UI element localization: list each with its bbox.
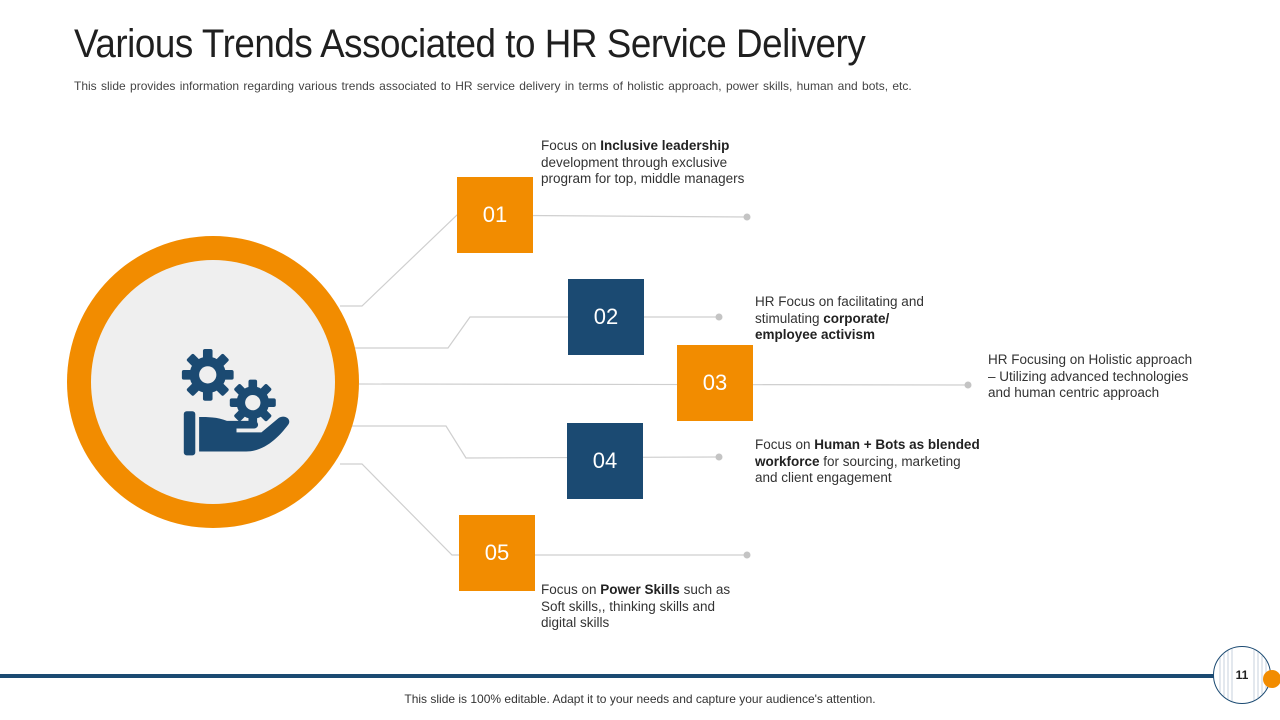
trend-box-02: 02 — [568, 279, 644, 355]
connector-05 — [340, 463, 747, 556]
footer-note: This slide is 100% editable. Adapt it to… — [404, 692, 876, 706]
trend-box-05: 05 — [459, 515, 535, 591]
connector-01-endpoint — [743, 213, 751, 221]
center-circle — [91, 260, 335, 504]
trend-desc-02: HR Focus on facilitating and stimulating… — [755, 294, 924, 342]
connector-03-endpoint — [964, 381, 972, 389]
connector-02 — [352, 316, 719, 349]
trend-desc-01: Focus on Inclusive leadership developmen… — [541, 138, 745, 186]
trend-box-01: 01 — [457, 177, 533, 253]
connector-04-endpoint — [715, 453, 723, 461]
center-ring — [67, 236, 359, 528]
page-number-badge: 11 — [1213, 646, 1271, 704]
trend-box-04: 04 — [567, 423, 643, 499]
connector-05-endpoint — [743, 551, 751, 559]
trend-box-03: 03 — [677, 345, 753, 421]
page-number: 11 — [1235, 668, 1249, 682]
connector-04 — [352, 425, 720, 459]
trend-desc-03: HR Focusing on Holistic approach – Utili… — [988, 352, 1193, 400]
footer-divider — [0, 674, 1218, 678]
page-title: Various Trends Associated to HR Service … — [74, 22, 866, 66]
trend-desc-04: Focus on Human + Bots as blended workfor… — [755, 437, 980, 485]
accent-dot — [1263, 670, 1280, 688]
connector-03 — [358, 383, 969, 386]
trend-desc-05: Focus on Power Skills such as Soft skill… — [541, 582, 731, 630]
connector-02-endpoint — [715, 313, 723, 321]
gears-on-hand-icon — [181, 348, 290, 456]
page-subtitle: This slide provides information regardin… — [74, 79, 912, 93]
connector-01 — [340, 214, 748, 307]
